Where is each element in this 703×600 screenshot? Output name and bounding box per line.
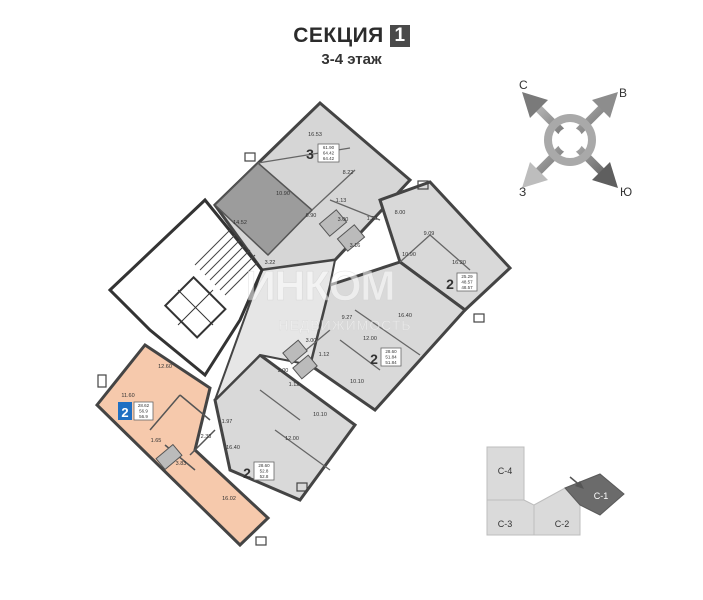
room-label: 1.97 [222,419,233,425]
room-label: 1.12 [319,352,330,358]
key-label-c3: С-3 [498,519,513,529]
apartment-area-total: 56.9 [139,409,148,414]
east-arrow-icon [592,92,618,118]
room-label: 12.00 [285,436,299,442]
room-label: 3.00 [278,368,289,374]
apartment-area-total: 64.42 [323,151,335,156]
apartment-badge-top[interactable]: 3 61.90 64.42 64.42 [306,143,340,163]
apartment-rooms-count: 2 [243,465,251,481]
room-label: 6.90 [306,213,317,219]
room-label: 2.33 [201,434,212,440]
key-plan: С-4 С-3 С-2 С-1 [486,446,625,536]
compass-south: Ю [620,185,632,199]
watermark-subtitle: НЕДВИЖИМОСТЬ [278,317,411,333]
room-label: 10.10 [313,412,327,418]
room-label: 1.65 [151,438,162,444]
section-label: СЕКЦИЯ [293,24,384,47]
compass-rose: С В З Ю [519,78,632,199]
apartment-area-living: 61.90 [323,145,335,150]
apartment-badge-orange[interactable]: 2 28.62 56.9 56.9 [118,401,154,421]
apartment-area-living: 25.29 [461,274,473,279]
apartment-area-total: 52.8 [260,469,269,474]
west-arrow-icon [522,162,548,188]
room-label: 1.13 [336,198,347,204]
watermark-brand: ИНКОМ [246,262,395,309]
room-area-labels: 16.53 10.90 14.52 8.22 6.90 1.13 3.00 1.… [121,132,466,502]
room-label: 10.90 [276,191,290,197]
key-label-c4: С-4 [498,466,513,476]
key-label-c1: С-1 [594,491,609,501]
room-label: 16.40 [226,445,240,451]
key-label-c2: С-2 [555,519,570,529]
apartment-area-total: 48.57 [461,280,473,285]
room-label: 9.09 [424,231,435,237]
room-label: 16.02 [222,496,236,502]
building-plan [94,100,513,548]
room-label: 12.00 [363,336,377,342]
apartment-rooms-count: 2 [370,351,378,367]
apartment-area-living: 28.60 [258,463,270,468]
apartment-badge-middle[interactable]: 2 28.60 51.84 51.84 [370,347,402,367]
apartment-right-unit[interactable] [378,180,513,312]
apartment-area-full: 51.84 [385,360,397,365]
room-label: 3.16 [350,243,361,249]
apartment-area-full: 52.8 [260,474,269,479]
apartment-badge-right[interactable]: 2 25.29 48.57 48.57 [446,272,478,292]
apartment-area-full: 56.9 [139,414,148,419]
key-section-c2[interactable] [533,487,581,536]
room-label: 1.12 [289,382,300,388]
section-number-badge: 1 [389,25,410,47]
room-label: 1.20 [367,216,378,222]
room-label: 10.90 [402,252,416,258]
apartment-area-full: 64.42 [323,156,335,161]
apartment-area-living: 28.60 [385,349,397,354]
room-label: 9.27 [342,315,353,321]
apartment-rooms-count: 2 [446,276,454,292]
apartment-area-full: 48.57 [461,285,473,290]
room-label: 16.20 [452,260,466,266]
apartment-rooms-count: 2 [121,405,128,420]
room-label: 3.00 [338,217,349,223]
room-label: 8.00 [395,210,406,216]
apartment-area-total: 51.84 [385,355,397,360]
north-arrow-icon [522,92,548,118]
room-label: 14.52 [233,220,247,226]
room-label: 12.60 [158,364,172,370]
room-label: 8.22 [343,170,354,176]
compass-east: В [619,86,627,100]
room-label: 10.10 [350,379,364,385]
room-label: 3.83 [176,461,187,467]
apartment-rooms-count: 3 [306,146,314,162]
room-label: 16.40 [398,313,412,319]
stairs [194,229,259,296]
compass-north: С [519,78,528,92]
watermark: ИНКОМ НЕДВИЖИМОСТЬ [245,262,411,334]
compass-west: З [519,185,526,199]
key-section-c3[interactable] [486,499,535,536]
pointer-arrow-icon [569,476,584,489]
apartment-area-living: 28.62 [138,403,150,408]
room-label: 3.00 [306,338,317,344]
room-label: 16.53 [308,132,322,138]
south-arrow-icon [592,162,618,188]
apartment-badge-bottom[interactable]: 2 28.60 52.8 52.8 [243,461,275,481]
floor-label: 3-4 этаж [321,51,382,68]
section-title: СЕКЦИЯ 1 [0,24,703,48]
room-label: 11.60 [121,393,134,399]
room-label: 3.22 [265,260,276,266]
